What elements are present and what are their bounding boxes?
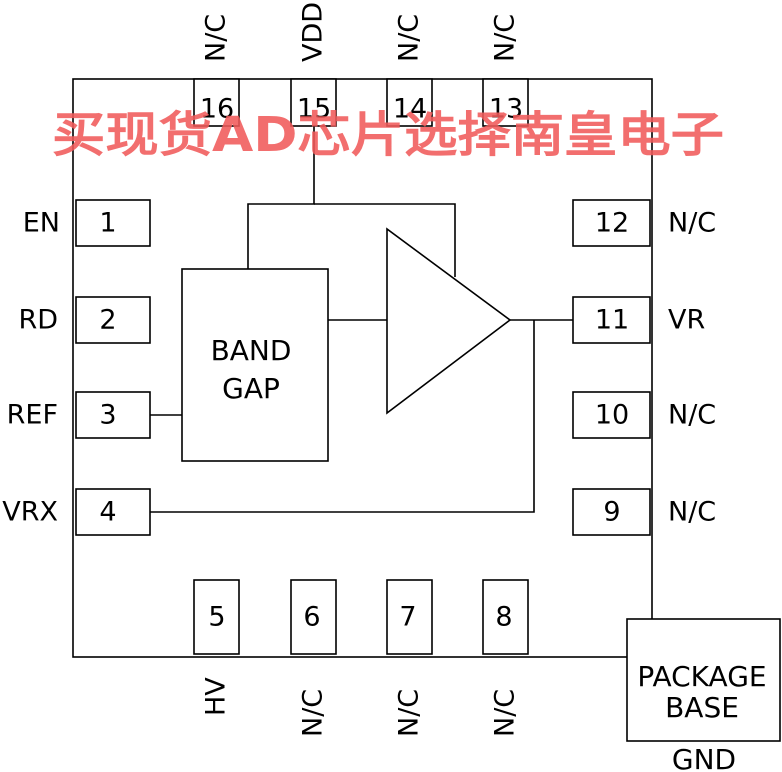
left-pins: 1 EN 2 RD 3 REF 4 VRX — [2, 199, 151, 536]
bandgap-label-line1: BAND — [211, 334, 292, 367]
pin-10-number: 10 — [595, 400, 629, 431]
pin-4-box — [75, 488, 151, 536]
pin-7-number: 7 — [399, 602, 416, 633]
top-pins: 16 N/C 15 VDD 14 N/C 13 N/C — [193, 2, 529, 127]
pin-8-number: 8 — [495, 602, 512, 633]
pin-3-number: 3 — [99, 400, 116, 431]
pin-7-box — [386, 579, 433, 655]
bottom-pins: 5 HV 6 N/C 7 N/C 8 N/C — [193, 579, 529, 737]
pin-2-number: 2 — [99, 305, 116, 336]
pin-3-label: REF — [7, 400, 58, 431]
wire-vr-to-vrx — [150, 320, 535, 513]
pin-8-label: N/C — [490, 689, 521, 737]
pin-6-label: N/C — [298, 689, 329, 737]
pin-11-box — [572, 296, 651, 344]
pin-4-label: VRX — [2, 497, 58, 528]
pin-16-number: 16 — [200, 94, 234, 125]
pin-11-label: VR — [668, 305, 705, 336]
pin-1-box — [75, 199, 151, 247]
wire-vdd-to-amp — [314, 203, 456, 277]
bandgap-label-line2: GAP — [222, 372, 280, 405]
pin-14-label: N/C — [394, 14, 425, 62]
pin-1-number: 1 — [99, 208, 116, 239]
pin-16-box — [193, 78, 240, 127]
pin-9-label: N/C — [668, 497, 716, 528]
pin-12-label: N/C — [668, 208, 716, 239]
pin-13-box — [482, 78, 529, 127]
pin-6-number: 6 — [303, 602, 320, 633]
pin-5-number: 5 — [208, 602, 225, 633]
pin-14-box — [386, 78, 433, 127]
pin-14-number: 14 — [393, 94, 427, 125]
pin-2-label: RD — [18, 305, 58, 336]
pin-1-label: EN — [23, 208, 60, 239]
pin-8-box — [482, 579, 529, 655]
package-base: PACKAGE BASE GND — [626, 618, 781, 772]
ic-package-outline — [72, 78, 653, 658]
bandgap-block — [181, 268, 329, 462]
pin-15-number: 15 — [297, 94, 331, 125]
pin-7-label: N/C — [394, 689, 425, 737]
internal-wiring — [150, 126, 573, 513]
pin-15-box — [290, 78, 337, 127]
wire-vdd-to-bandgap — [247, 126, 315, 269]
watermark: 买现货AD芯片选择南皇电子 — [52, 107, 724, 163]
pin-4-number: 4 — [99, 497, 116, 528]
pin-10-label: N/C — [668, 400, 716, 431]
pin-5-box — [193, 579, 240, 655]
package-base-line2: BASE — [665, 691, 739, 724]
pin-12-number: 12 — [595, 208, 629, 239]
pin-9-number: 9 — [603, 497, 620, 528]
pin-6-box — [290, 579, 337, 655]
pin-13-number: 13 — [489, 94, 523, 125]
package-base-line1: PACKAGE — [637, 660, 766, 693]
pin-13-label: N/C — [490, 14, 521, 62]
pin-2-box — [75, 296, 151, 344]
amplifier-triangle — [386, 227, 512, 415]
package-base-gnd-label: GND — [672, 743, 736, 772]
pin-12-box — [572, 199, 651, 247]
pin-9-box — [572, 488, 651, 536]
pin-3-box — [75, 391, 151, 439]
pin-5-label: HV — [201, 677, 232, 716]
package-base-box — [626, 618, 781, 742]
pin-10-box — [572, 391, 651, 439]
right-pins: 12 N/C 11 VR 10 N/C 9 N/C — [572, 199, 716, 536]
pin-15-label: VDD — [298, 2, 329, 62]
pin-16-label: N/C — [201, 14, 232, 62]
pin-11-number: 11 — [595, 305, 629, 336]
